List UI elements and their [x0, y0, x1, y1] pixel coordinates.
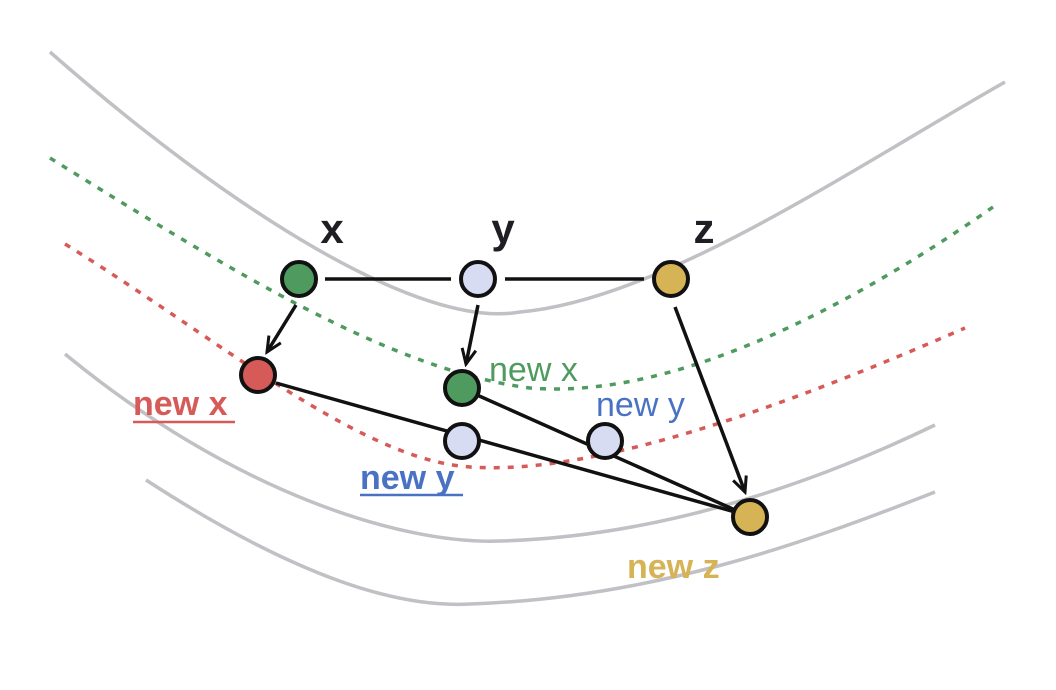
label-new-z: new z: [627, 548, 720, 586]
arrow-y-to-newy: [466, 304, 480, 364]
node-new-y-right: [586, 422, 624, 460]
label-new-y-bold: new y: [360, 459, 455, 497]
label-new-y-plain: new y: [596, 386, 685, 424]
arrow-x-to-newx: [267, 304, 298, 352]
green-dotted-curve: [49, 156, 995, 391]
node-z: [652, 260, 690, 298]
label-y: y: [491, 205, 515, 252]
nodes: [239, 260, 769, 536]
node-new-x-green: [443, 369, 481, 407]
label-z: z: [694, 205, 715, 252]
node-new-z: [731, 498, 769, 536]
node-y: [459, 260, 497, 298]
node-x: [280, 260, 318, 298]
label-new-x-green: new x: [489, 351, 578, 389]
contour-bottom: [145, 478, 936, 607]
contour-top: [48, 50, 1006, 316]
contour-lines: [48, 50, 1006, 607]
edge-newx-red-to-newz: [275, 381, 736, 514]
contour-middle: [63, 352, 936, 543]
node-new-x-red: [239, 356, 277, 394]
node-new-y-left: [443, 422, 481, 460]
red-dotted-curve: [64, 242, 966, 470]
arrow-z-to-newz: [673, 306, 745, 492]
label-new-x-red: new x: [133, 385, 228, 423]
label-x: x: [320, 205, 344, 252]
update-arrows: [267, 304, 745, 492]
labels: x y z new x new y new x new y new z: [133, 205, 720, 586]
